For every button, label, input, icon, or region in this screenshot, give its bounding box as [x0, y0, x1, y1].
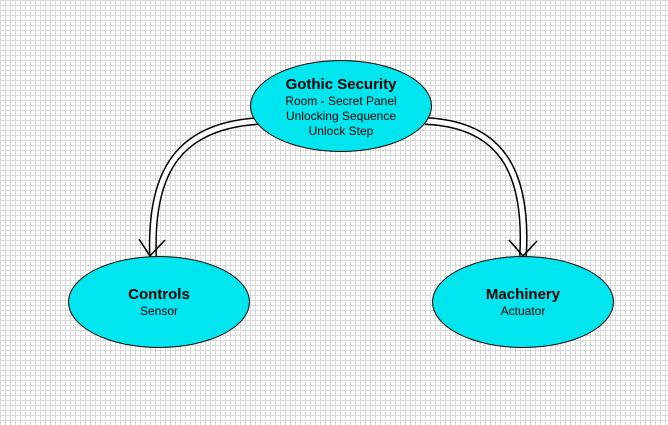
node-controls-title: Controls	[128, 285, 190, 303]
node-gothic-security-line-2: Unlocking Sequence	[285, 108, 397, 123]
node-controls[interactable]: Controls Sensor	[68, 256, 250, 348]
node-machinery[interactable]: Machinery Actuator	[432, 256, 614, 348]
edge-top-to-machinery-rail	[424, 117, 528, 257]
node-gothic-security-title: Gothic Security	[285, 75, 397, 93]
node-machinery-line-1: Actuator	[500, 303, 546, 318]
node-gothic-security-line-3: Unlock Step	[308, 123, 374, 138]
edge-top-to-machinery-core	[424, 118, 527, 257]
edge-top-to-machinery	[424, 117, 538, 258]
edge-top-to-controls-core	[150, 118, 259, 257]
edge-top-to-controls-rail	[148, 117, 259, 257]
node-gothic-security[interactable]: Gothic Security Room - Secret Panel Unlo…	[250, 60, 432, 152]
node-gothic-security-line-1: Room - Secret Panel	[285, 93, 397, 108]
node-machinery-title: Machinery	[485, 285, 561, 303]
edge-top-to-controls	[138, 117, 259, 258]
node-controls-line-1: Sensor	[139, 303, 179, 318]
